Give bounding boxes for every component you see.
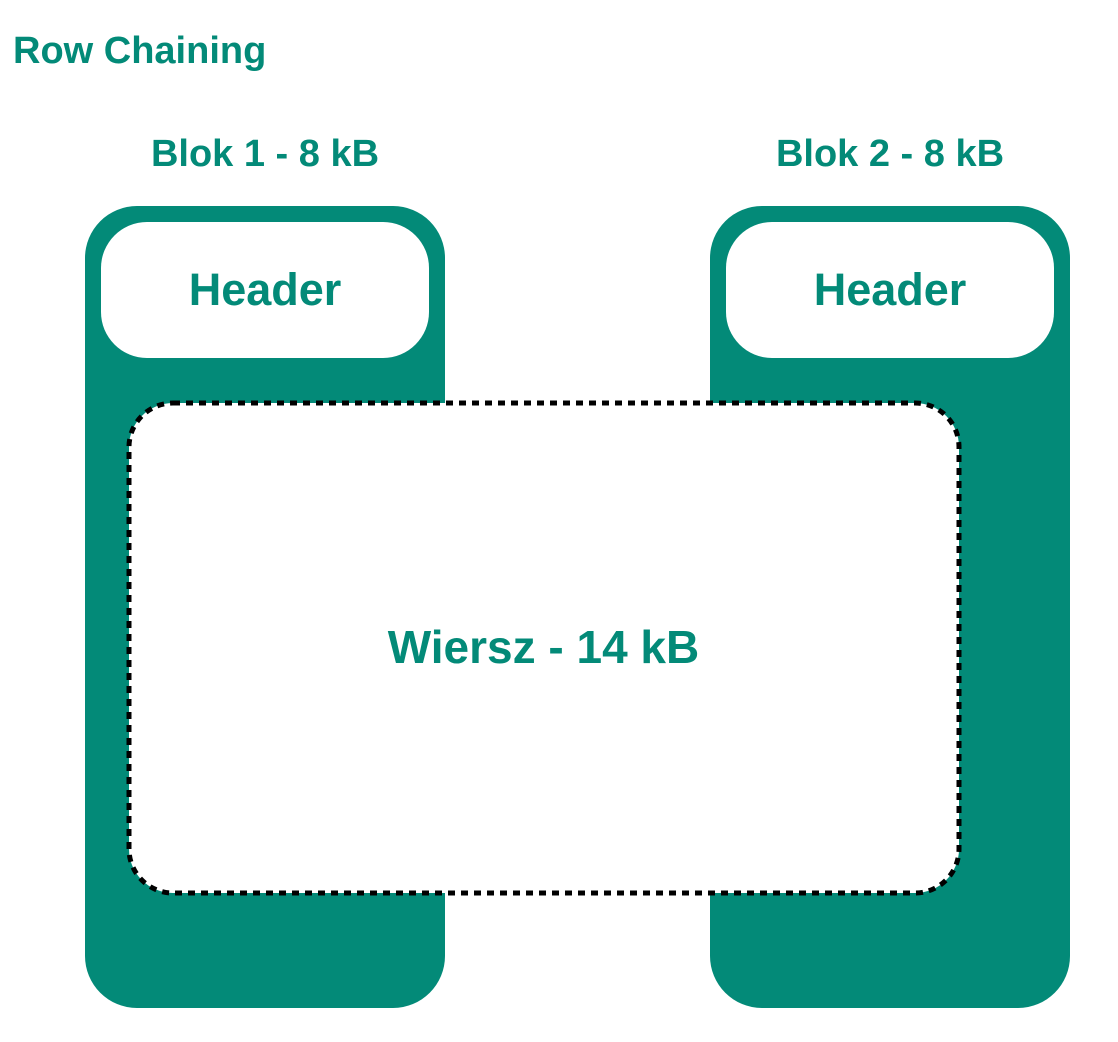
diagram-title: Row Chaining [13,30,267,72]
block-2-header: Header [726,222,1054,358]
block-2-label: Blok 2 - 8 kB [775,133,1005,175]
row-label: Wiersz - 14 kB [387,621,700,673]
block-1-label: Blok 1 - 8 kB [150,133,380,175]
block-1-header-label: Header [188,264,342,315]
block-1-header: Header [101,222,429,358]
block-2-header-label: Header [813,264,967,315]
